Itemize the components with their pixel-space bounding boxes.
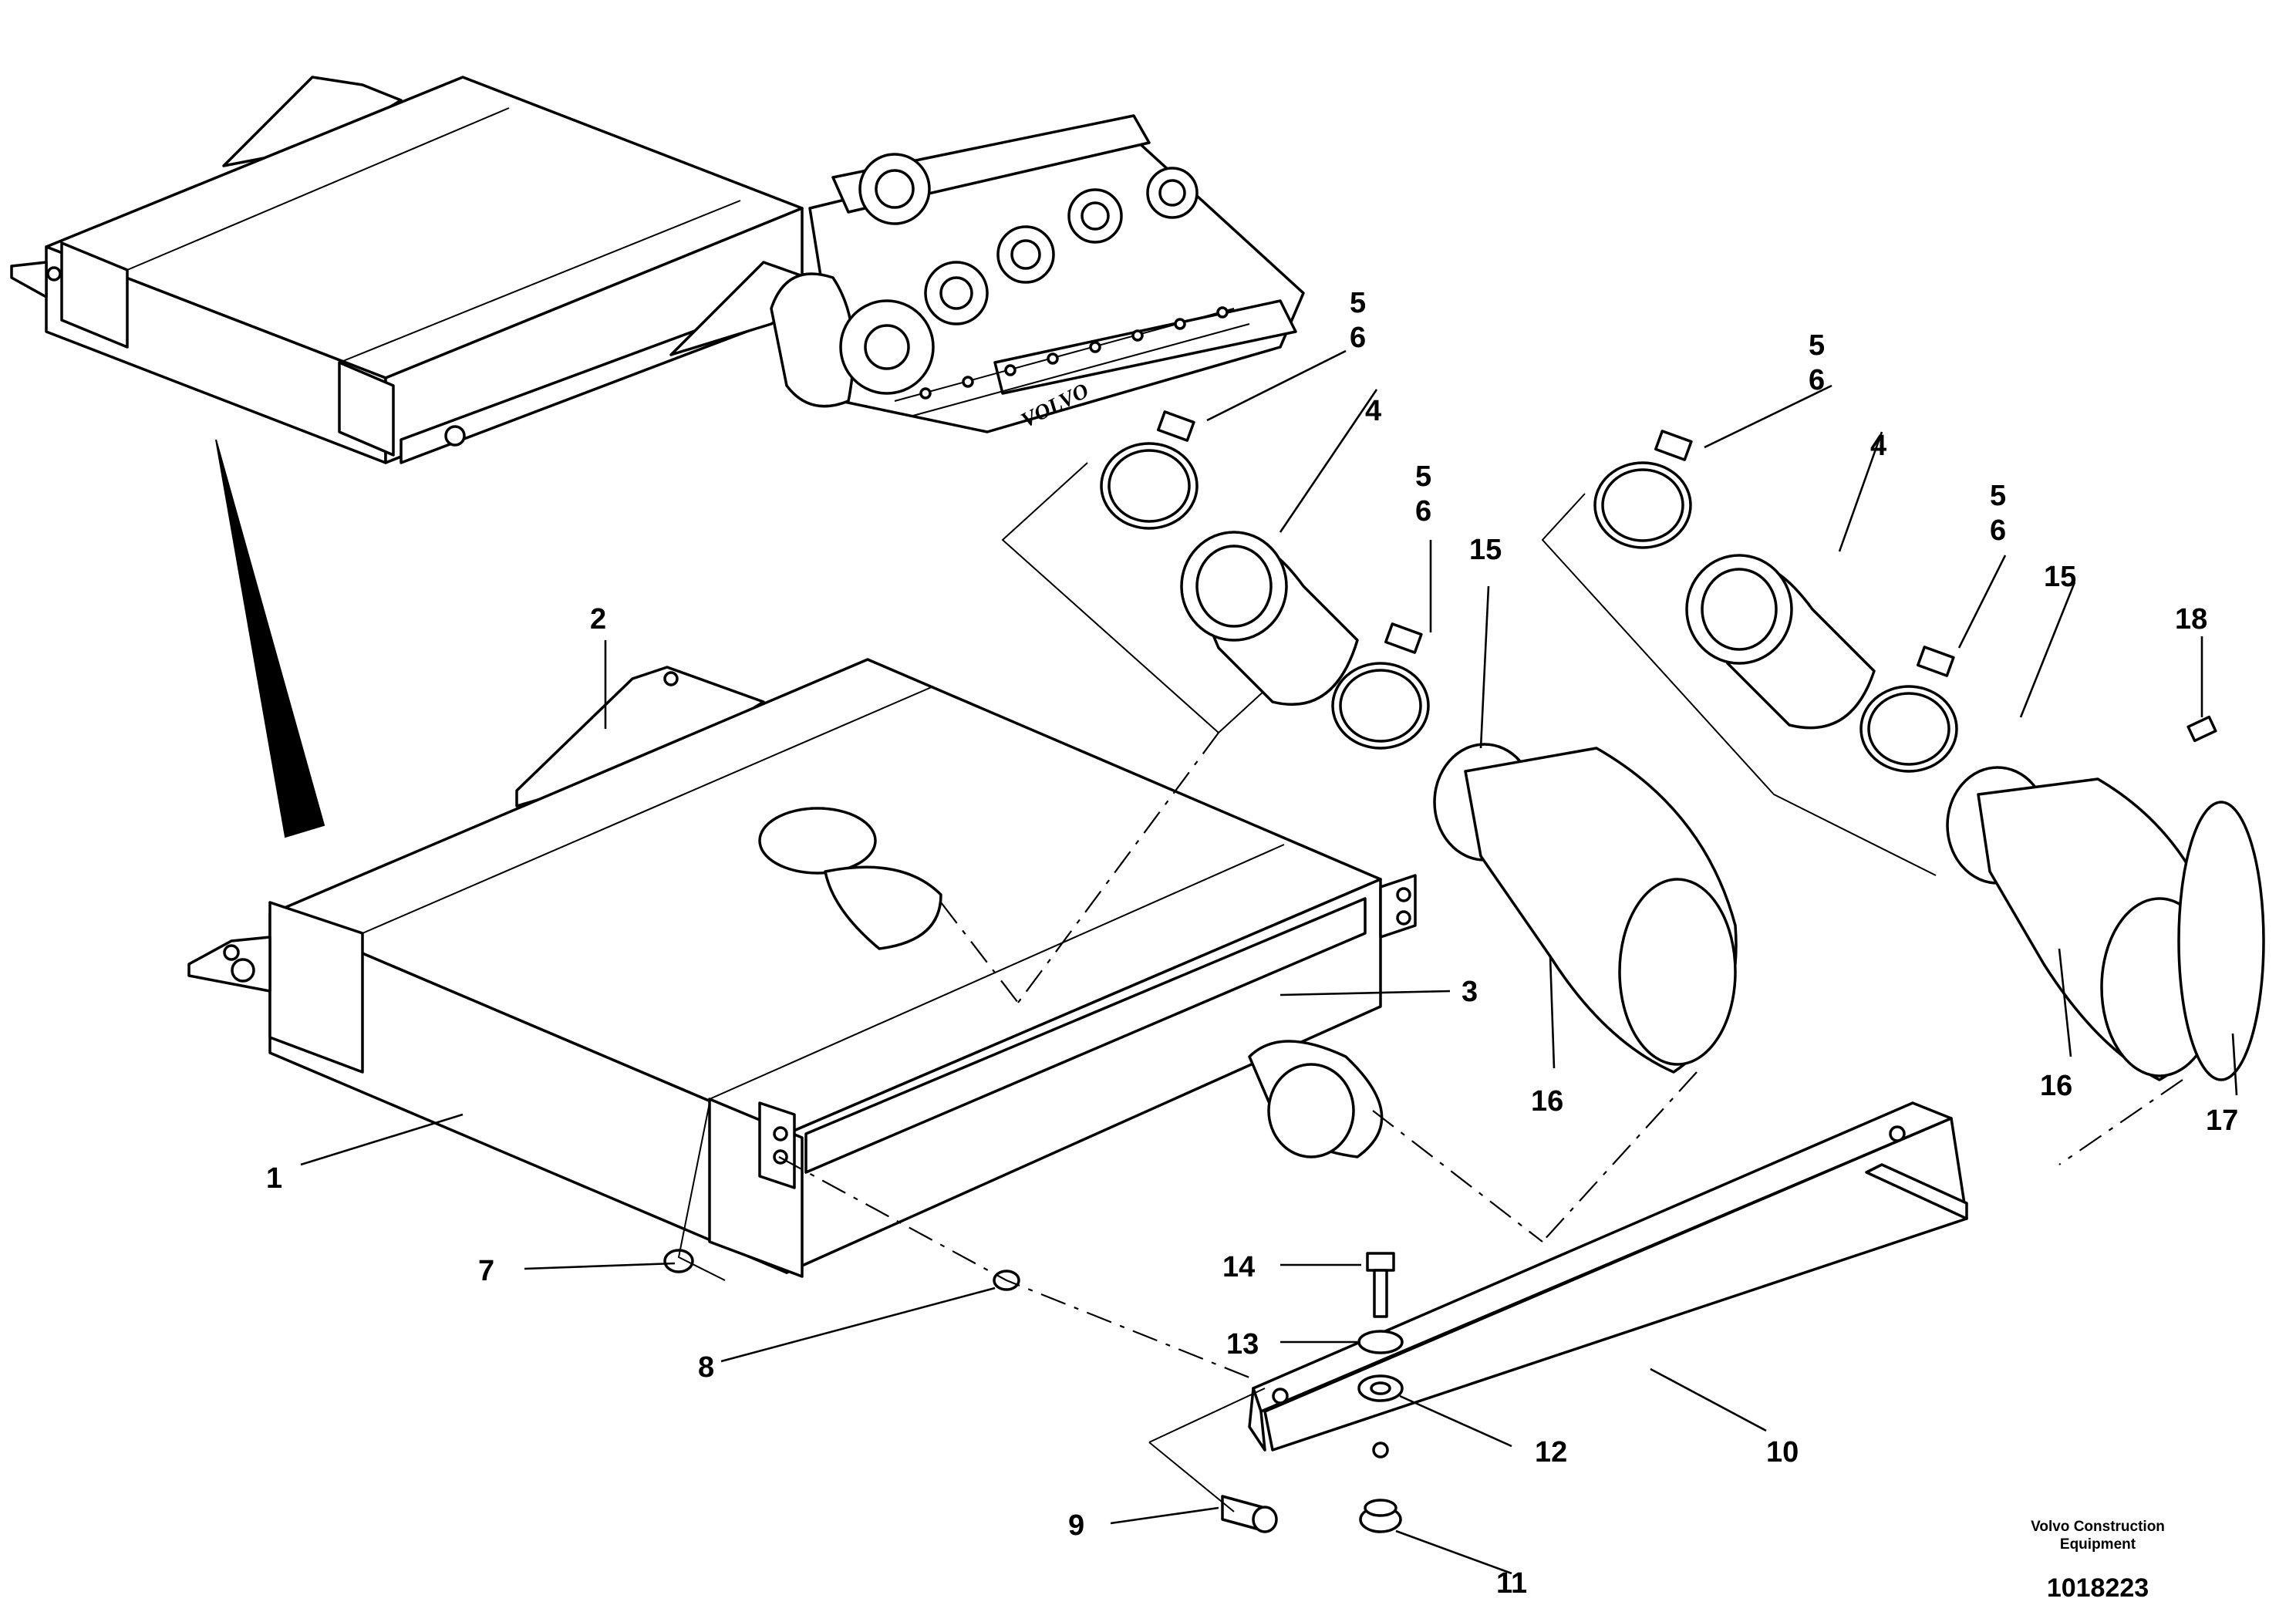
callout-2: 2 xyxy=(590,603,606,636)
callout-16: 16 xyxy=(2040,1070,2072,1102)
callout-5: 5 xyxy=(1809,329,1825,362)
charge-air-cooler-main xyxy=(187,658,1417,1278)
engine-bolt xyxy=(919,387,932,400)
callout-5: 5 xyxy=(1415,460,1431,493)
mounting-bracket xyxy=(663,1101,1968,1533)
callout-7: 7 xyxy=(478,1255,494,1287)
transition-indicator xyxy=(215,439,325,838)
engine-bolt xyxy=(1047,352,1059,365)
callout-3: 3 xyxy=(1462,976,1478,1008)
overview-cooler xyxy=(10,76,831,464)
callout-12: 12 xyxy=(1535,1436,1567,1469)
callout-5: 5 xyxy=(1990,480,2006,512)
leader-lines xyxy=(300,349,2238,1575)
engine-bolt xyxy=(1131,329,1144,342)
callout-1: 1 xyxy=(266,1162,282,1195)
engine-bolt xyxy=(1174,318,1186,330)
footer: Volvo Construction Equipment 1018223 xyxy=(2031,1519,2165,1603)
engine-bolt xyxy=(1089,341,1101,353)
assembly-paths xyxy=(677,732,2183,1512)
callout-4: 4 xyxy=(1870,430,1886,462)
callout-18: 18 xyxy=(2175,603,2207,636)
callout-13: 13 xyxy=(1226,1328,1259,1361)
engine-bolt xyxy=(1216,306,1229,319)
callout-10: 10 xyxy=(1766,1436,1799,1469)
hose-assembly-a xyxy=(1001,410,1738,1074)
engine-block: VOLVO xyxy=(770,114,1305,433)
hose-assembly-b xyxy=(1541,430,2265,1081)
callout-16: 16 xyxy=(1531,1085,1563,1118)
callout-17: 17 xyxy=(2206,1104,2238,1137)
callout-15: 15 xyxy=(1469,534,1502,566)
callout-6: 6 xyxy=(1415,495,1431,528)
callout-8: 8 xyxy=(698,1351,714,1384)
document-number: 1018223 xyxy=(2047,1573,2149,1603)
callout-6: 6 xyxy=(1350,322,1366,354)
callouts: 1 2 3 4 4 5 6 5 6 5 6 5 6 7 8 9 10 11 12… xyxy=(266,287,2238,1600)
company-name-line1: Volvo Construction xyxy=(2031,1519,2165,1535)
engine-bolt xyxy=(1004,364,1017,376)
callout-11: 11 xyxy=(1496,1567,1527,1600)
callout-5: 5 xyxy=(1350,287,1366,319)
callout-14: 14 xyxy=(1222,1251,1255,1283)
callout-6: 6 xyxy=(1809,364,1825,396)
callout-15: 15 xyxy=(2044,561,2076,593)
callout-6: 6 xyxy=(1990,514,2006,547)
company-name-line2: Equipment xyxy=(2060,1536,2136,1553)
callout-4: 4 xyxy=(1365,395,1381,427)
callout-9: 9 xyxy=(1068,1509,1084,1542)
engine-bolt xyxy=(962,376,974,388)
